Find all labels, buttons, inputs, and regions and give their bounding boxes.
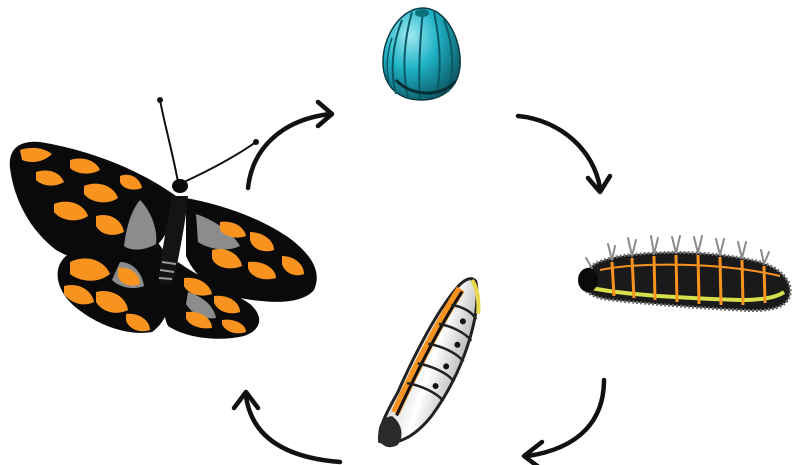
- arrow-egg-to-caterpillar: [518, 116, 610, 192]
- egg-icon: [383, 8, 460, 100]
- caterpillar-icon: [578, 236, 790, 310]
- chrysalis-icon: [374, 266, 489, 462]
- arrow-caterpillar-to-pupa: [524, 380, 604, 465]
- butterfly-icon: [10, 97, 317, 339]
- arrow-pupa-to-adult: [234, 392, 340, 462]
- arrow-adult-to-egg: [248, 102, 332, 188]
